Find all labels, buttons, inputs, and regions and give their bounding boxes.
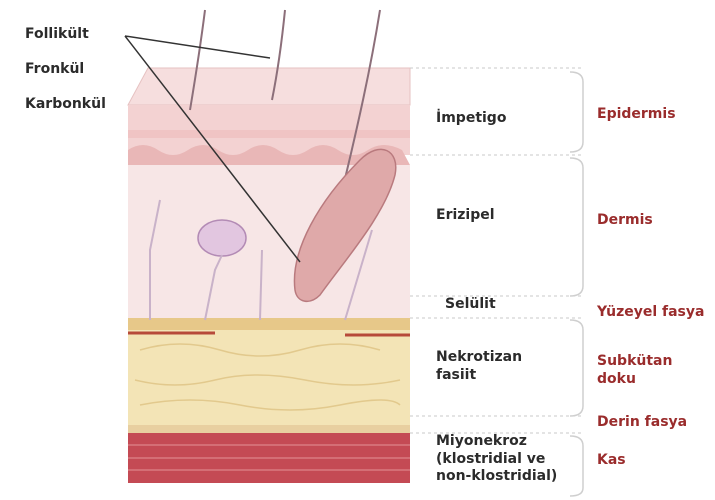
label-yuzeyel-fasya: Yüzeyel fasya bbox=[597, 304, 704, 322]
label-impetigo: İmpetigo bbox=[436, 110, 506, 128]
sebaceous-gland bbox=[198, 220, 246, 256]
bracket-epidermis bbox=[570, 72, 583, 152]
deep-fascia bbox=[128, 425, 410, 433]
label-dermis: Dermis bbox=[597, 212, 653, 230]
label-subkutan: Subkütan doku bbox=[597, 353, 672, 388]
label-epidermis: Epidermis bbox=[597, 106, 676, 124]
label-nekrotizan: Nekrotizan fasiit bbox=[436, 349, 522, 384]
pointer-line-1 bbox=[125, 36, 270, 58]
label-miyonekroz: Miyonekroz (klostridial ve non-klostridi… bbox=[436, 433, 557, 486]
bracket-kas bbox=[570, 436, 583, 496]
label-fronkul: Fronkül bbox=[25, 61, 106, 79]
label-follikulit: Follikült bbox=[25, 26, 106, 44]
label-kas: Kas bbox=[597, 452, 626, 470]
bracket-dermis bbox=[570, 158, 583, 296]
superficial-fascia bbox=[128, 318, 410, 330]
bracket-subkutan bbox=[570, 320, 583, 416]
label-erizipel: Erizipel bbox=[436, 207, 495, 225]
label-selulit: Selülit bbox=[445, 296, 496, 314]
folliculitis-labels: Follikült Fronkül Karbonkül bbox=[25, 8, 106, 131]
label-karbonkul: Karbonkül bbox=[25, 96, 106, 114]
epidermis-band bbox=[128, 130, 410, 138]
label-derin-fasya: Derin fasya bbox=[597, 414, 687, 432]
